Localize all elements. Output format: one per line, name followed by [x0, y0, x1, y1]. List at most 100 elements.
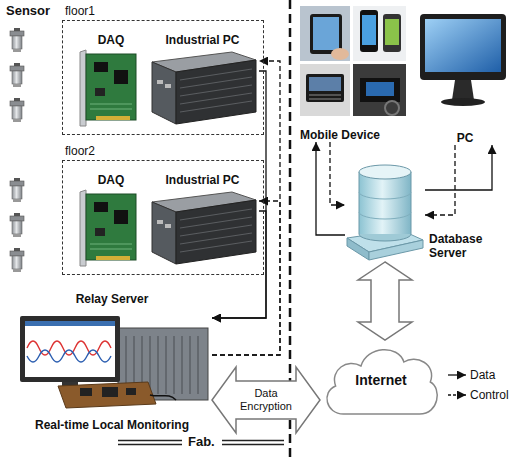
daq-card-picture: [80, 190, 136, 266]
daq-card-picture: [90, 109, 132, 110]
monitor: [25, 321, 115, 377]
circuit-board: [80, 388, 92, 396]
industrial-pc-picture: [180, 209, 252, 252]
industrial-pc: Industrial PC: [146, 31, 259, 136]
database-cylinder: [345, 160, 425, 262]
database-server: Database Server: [345, 160, 425, 262]
database-cylinder: [347, 238, 369, 260]
photo-tile: [366, 82, 394, 96]
industrial-pc-picture: [152, 192, 256, 264]
sensor-icon: [10, 248, 24, 272]
floor-group: floor2DAQIndustrial PC: [62, 160, 264, 275]
node-label: PC: [457, 131, 474, 145]
node-label: Industrial PC: [165, 173, 239, 187]
database-cylinder: [359, 234, 411, 241]
daq-card-picture: [80, 190, 86, 266]
legend-sample: [448, 374, 466, 375]
plain-label: Sensor: [6, 3, 50, 18]
daq-card-picture: [80, 50, 136, 266]
daq-card-picture: [94, 202, 108, 212]
circuit-board: [126, 388, 136, 395]
industrial-pc-picture: [176, 60, 256, 124]
legend-sample: [448, 394, 466, 395]
hollow-arrow: [212, 367, 320, 433]
daq-card-picture: [114, 70, 128, 84]
relay-server-picture: [20, 316, 208, 408]
pc-terminal: PC: [415, 8, 515, 145]
fab-rule: [118, 444, 182, 445]
legend-sample: [447, 369, 467, 381]
mobile-device-picture: [300, 6, 406, 116]
node-label: floor1: [65, 4, 95, 18]
photo-tile: [309, 77, 341, 91]
sensor-icon: [10, 63, 24, 87]
photo-tile: [385, 101, 399, 115]
daq-card-picture: [90, 104, 132, 105]
photo-tile: [313, 17, 339, 50]
mobile-device: Mobile Device: [298, 4, 408, 142]
daq-card-picture: [90, 244, 132, 245]
daq-card-picture: [94, 62, 108, 72]
daq-card-picture: [80, 50, 86, 126]
monitor: [25, 321, 115, 326]
connector: [212, 211, 266, 318]
fab-rule: [222, 444, 284, 445]
plain-label: Fab.: [188, 434, 215, 449]
node-label: Mobile Device: [300, 128, 380, 142]
industrial-pc-picture: [152, 62, 176, 124]
database-cylinder: [359, 172, 411, 234]
legend-row: Data: [447, 368, 495, 382]
pc-monitor: [425, 19, 501, 72]
legend-row: Control: [447, 388, 509, 402]
industrial-pc-picture: [152, 52, 256, 124]
pxi-chassis: [118, 328, 208, 400]
node-label: DAQ: [98, 173, 125, 187]
daq-card-picture: [80, 50, 136, 126]
legend-text: Data: [470, 368, 495, 382]
photo-tile: [353, 6, 406, 61]
daq-card: DAQ: [79, 31, 143, 136]
legend-sample: [447, 389, 467, 401]
sensor-icon: [10, 213, 24, 237]
database-cylinder: [359, 165, 411, 179]
connector: [330, 142, 345, 205]
photo-tile: [360, 10, 378, 52]
node-label: floor2: [65, 144, 95, 158]
sensor-icon: [10, 28, 24, 52]
legend-text: Control: [470, 388, 509, 402]
cloud-outline: [327, 350, 437, 414]
node-label: Internet: [355, 373, 406, 387]
daq-card-picture: [95, 88, 105, 96]
sensor-icon: [10, 98, 24, 122]
signal-wave: [27, 341, 111, 355]
database-cylinder: [369, 240, 423, 260]
industrial-pc-picture: [152, 52, 256, 264]
photo-tile: [331, 48, 349, 60]
connector: [425, 145, 455, 215]
connector: [212, 201, 280, 355]
database-cylinder: [359, 172, 411, 234]
internet-cloud: Internet: [320, 340, 442, 420]
daq-card-picture: [95, 228, 105, 236]
node-label: Real-time Local Monitoring: [35, 418, 189, 432]
sensor-icon: [10, 178, 24, 202]
signal-wave: [27, 350, 111, 362]
photo-tile: [360, 78, 400, 102]
edge-label: Data Encryption: [234, 387, 298, 413]
hollow-arrow: [358, 262, 412, 340]
daq-card-picture: [96, 116, 130, 120]
photo-tile: [385, 19, 399, 45]
connector: [316, 142, 345, 235]
industrial-pc: Industrial PC: [146, 171, 259, 276]
floor-group: floor1DAQIndustrial PC: [62, 20, 264, 135]
database-cylinder: [359, 192, 411, 219]
pc-stand: [452, 80, 474, 100]
photo-tile: [309, 95, 341, 99]
circuit-board: [58, 382, 156, 408]
daq-card: DAQ: [79, 171, 143, 276]
daq-card-picture: [86, 54, 136, 120]
industrial-pc-picture: [165, 224, 171, 228]
photo-tile: [300, 6, 350, 61]
